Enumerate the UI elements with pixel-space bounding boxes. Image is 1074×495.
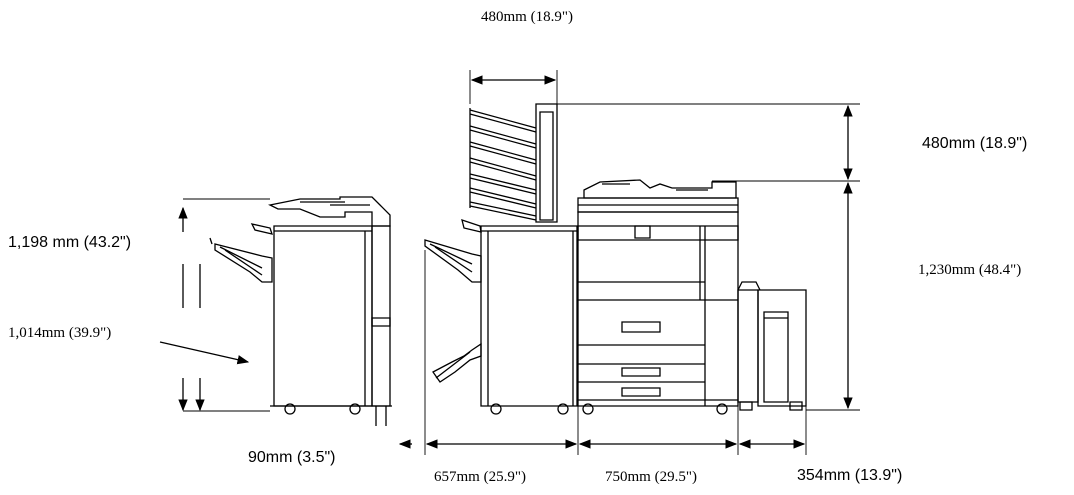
top-width-label: 480mm (18.9") — [481, 9, 573, 25]
left-finisher-view — [215, 197, 392, 426]
mailbox-sorter — [470, 104, 557, 222]
right-dimension-lines — [398, 70, 860, 455]
main-copier — [578, 180, 738, 414]
right-finisher — [425, 220, 577, 414]
gap-label: 90mm (3.5") — [248, 449, 336, 466]
left-total-height-label: 1,198 mm (43.2") — [8, 234, 132, 251]
large-capacity-tray — [738, 282, 806, 410]
left-dimension-lines — [160, 199, 270, 411]
top-height-label: 480mm (18.9") — [922, 135, 1028, 152]
lct-width-label: 354mm (13.9") — [797, 467, 903, 484]
right-height-label: 1,230mm (48.4") — [918, 262, 1022, 278]
finisher-width-label: 657mm (25.9") — [434, 469, 526, 485]
left-tray-height-label: 1,014mm (39.9") — [8, 325, 112, 341]
main-width-label: 750mm (29.5") — [605, 469, 697, 485]
